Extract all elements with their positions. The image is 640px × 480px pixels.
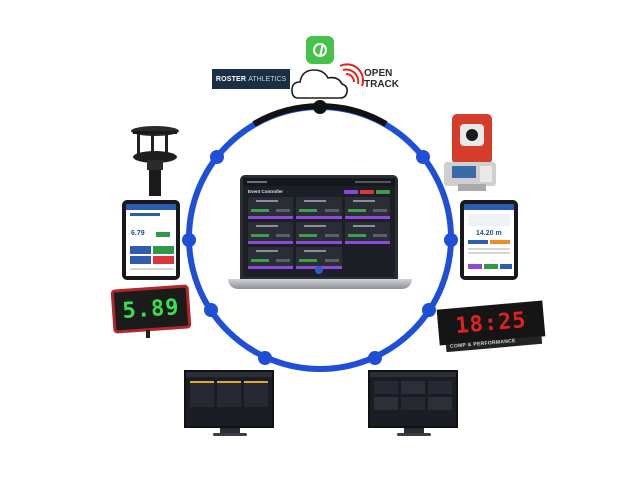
node-lower-left — [204, 303, 218, 317]
red-display-readout: 18:25 — [454, 307, 528, 339]
node-bottom-left — [258, 351, 272, 365]
event-card — [344, 222, 390, 244]
app-logo-icon — [306, 36, 334, 64]
node-lower-right — [422, 303, 436, 317]
node-upper-right — [416, 150, 430, 164]
node-right — [444, 233, 458, 247]
monitor-left-stand — [220, 428, 240, 434]
athletics-logo-text: ATHLETICS — [248, 75, 287, 83]
opentrack-arcs — [339, 63, 365, 87]
event-card — [344, 197, 390, 219]
laptop-app-topbar — [243, 178, 395, 186]
laptop-logo-badge — [315, 266, 323, 274]
laptop-app-header: Event Controller — [243, 186, 395, 197]
roster-logo-text: ROSTER — [215, 75, 247, 83]
event-card — [248, 197, 294, 219]
laptop-screen: Event Controller — [240, 175, 398, 280]
monitor-left — [184, 370, 274, 428]
laptop-event-cards — [243, 197, 395, 269]
total-station-icon — [444, 114, 496, 191]
node-left — [182, 233, 196, 247]
event-card — [248, 222, 294, 244]
opentrack-line2: TRACK — [364, 79, 399, 90]
tablet-right-value: 14.20 m — [476, 230, 502, 237]
tablet-left-screen: 6.79 — [126, 204, 176, 276]
tablet-left: 6.79 — [122, 200, 180, 280]
event-card — [248, 247, 294, 269]
node-bottom-right — [368, 351, 382, 365]
green-display-stand — [146, 330, 150, 338]
monitor-right-stand — [404, 428, 424, 434]
opentrack-logo: OPEN TRACK — [342, 66, 412, 92]
laptop-pill-green — [376, 189, 390, 194]
tablet-right: 14.20 m — [460, 200, 518, 280]
monitor-left-foot — [213, 433, 247, 436]
tablet-right-screen: 14.20 m — [464, 204, 514, 276]
monitor-right — [368, 370, 458, 428]
event-card — [296, 222, 342, 244]
opentrack-line1: OPEN — [364, 68, 393, 79]
laptop-pill-purple — [344, 189, 358, 194]
laptop-screen-heading: Event Controller — [248, 189, 284, 194]
monitor-right-foot — [397, 433, 431, 436]
green-led-display: 5.89 — [110, 284, 192, 334]
laptop-base — [228, 279, 412, 289]
tablet-left-value: 6.79 — [131, 230, 145, 237]
roster-athletics-logo: ROSTER ATHLETICS — [212, 69, 290, 89]
event-card — [296, 197, 342, 219]
cloud-icon — [291, 69, 348, 99]
node-upper-left — [210, 150, 224, 164]
anemometer-icon — [131, 126, 179, 196]
green-display-readout: 5.89 — [121, 294, 181, 324]
node-top — [313, 100, 327, 114]
laptop-pill-red — [360, 189, 374, 194]
